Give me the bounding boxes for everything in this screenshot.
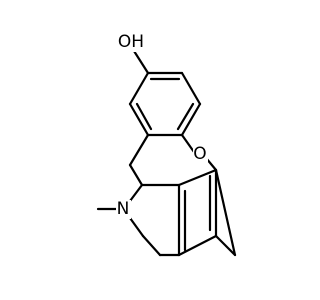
bond (214, 168, 237, 257)
hydroxyl-bond (132, 49, 150, 75)
lower-aromatic-ring (140, 168, 237, 257)
bond (177, 234, 218, 257)
bond (128, 133, 150, 167)
bond (128, 102, 150, 137)
chemical-structure: OH O N (96, 32, 237, 257)
bond (128, 216, 145, 238)
bond (180, 102, 202, 137)
atom-label-hydroxyl: OH (117, 32, 147, 52)
ring-nitrogen-label: N (117, 199, 130, 219)
double-bond-inner (135, 102, 153, 131)
atom-label-ring-oxygen: O (193, 144, 208, 164)
piperidine-ring (128, 183, 181, 257)
bond (177, 168, 218, 187)
phenol-ring (128, 71, 202, 137)
atom-label-ring-nitrogen: N (116, 199, 131, 219)
bond (214, 234, 237, 257)
hydroxyl-label: OH (118, 32, 144, 52)
double-bond-inner (176, 102, 195, 131)
bond (128, 183, 144, 203)
bond (180, 133, 196, 154)
ring-oxygen-label: O (193, 144, 206, 164)
bond (128, 163, 144, 187)
bond (180, 71, 202, 106)
bond (128, 71, 150, 106)
bond (141, 234, 162, 257)
